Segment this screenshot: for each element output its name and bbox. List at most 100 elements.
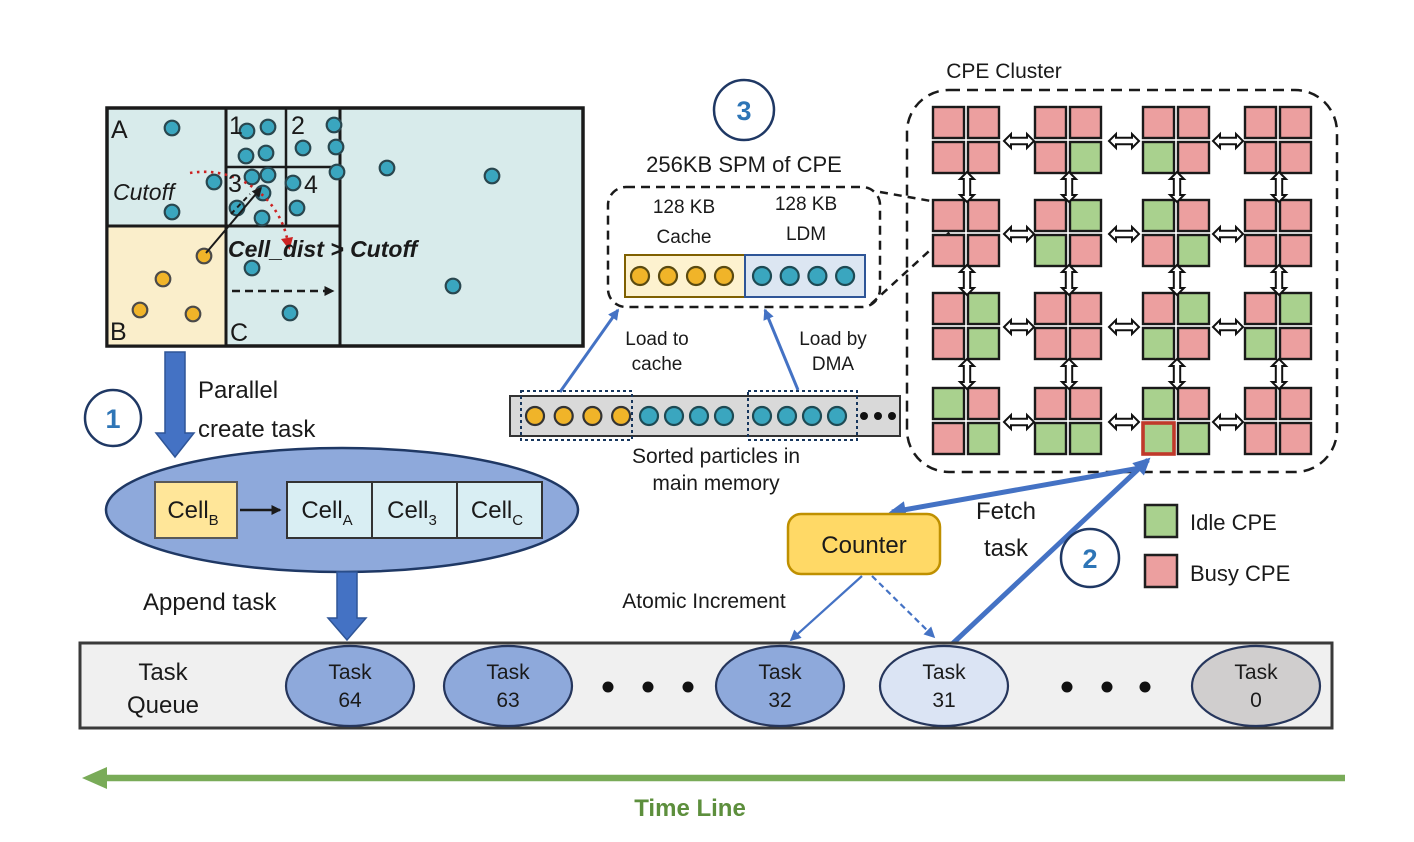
busy-cpe-cell: [931, 105, 966, 140]
busy-cpe-cell: [1243, 421, 1278, 456]
step3-spm: 3 256KB SPM of CPE 128 KB Cache 128 KB L…: [606, 78, 951, 309]
particle-cyan: [288, 199, 306, 217]
task-word: Task: [1234, 661, 1278, 684]
task-number: 63: [496, 689, 519, 712]
busy-cpe-cell: [1243, 233, 1278, 268]
cutoff-radius-arc: [189, 170, 289, 239]
ldm-particle-dot: [807, 265, 828, 287]
cell-3-task-label: Cell3: [387, 497, 437, 529]
exchange-arrow-horizontal: [1211, 131, 1245, 151]
busy-cpe-cell: [931, 421, 966, 456]
particle-cyan: [284, 174, 302, 192]
idle-cpe-cell: [966, 421, 1001, 456]
cell-label-3: 3: [228, 170, 242, 198]
busy-cpe-cell: [1033, 198, 1068, 233]
busy-cpe-cell: [1033, 140, 1068, 175]
step-2-number: 2: [1082, 544, 1097, 574]
cell-label-2: 2: [291, 112, 305, 140]
particle-cyan: [163, 203, 181, 221]
task-queue-label-1: Task: [138, 659, 188, 686]
memory-particle-cyan: [776, 405, 798, 427]
step-3-circle: [712, 78, 776, 142]
particle-cyan: [259, 118, 277, 136]
particle-cyan: [163, 119, 181, 137]
busy-cpe-cell: [1033, 386, 1068, 421]
queue-ellipsis-dot: [1061, 681, 1073, 693]
busy-cpe-cell: [1176, 105, 1211, 140]
cache-window-dotted-box: [520, 390, 633, 441]
counter-to-task32-arrow: [789, 575, 863, 642]
particle-cyan: [205, 173, 223, 191]
particle-cyan: [243, 259, 261, 277]
exchange-arrow-horizontal: [1211, 412, 1245, 432]
exchange-arrow-horizontal: [1002, 131, 1036, 151]
busy-cpe-cell: [931, 198, 966, 233]
cluster-title: CPE Cluster: [946, 60, 1062, 83]
idle-cpe-swatch: [1143, 503, 1179, 539]
spm-dashed-box: [606, 185, 882, 309]
memory-particle-yellow: [582, 405, 603, 427]
exchange-arrow-horizontal: [1107, 131, 1141, 151]
cell-label-4: 4: [304, 171, 318, 199]
task-word: Task: [486, 661, 530, 684]
exchange-arrow-horizontal: [1002, 412, 1036, 432]
dashed-radius-segment: [230, 193, 251, 215]
particle-yellow: [184, 305, 202, 323]
cell-b-task-box: [154, 481, 238, 539]
idle-cpe-cell: [1243, 326, 1278, 361]
queue-ellipsis-dot: [1139, 681, 1151, 693]
step-2-circle: [1059, 527, 1121, 589]
busy-cpe-cell: [1176, 140, 1211, 175]
particle-cyan: [328, 163, 346, 181]
memory-particle-dots: [524, 405, 896, 427]
fetch-task-label-1: Fetch: [976, 498, 1036, 525]
task-ellipse-63: [442, 644, 574, 728]
particle-yellow: [131, 301, 149, 319]
exchange-arrow-horizontal: [1002, 317, 1036, 337]
idle-cpe-label: Idle CPE: [1190, 510, 1277, 535]
step-3-number: 3: [736, 96, 751, 126]
idle-cpe-cell: [1141, 386, 1176, 421]
ldm-size-label: 128 KB: [775, 194, 837, 215]
busy-cpe-cell: [1278, 421, 1313, 456]
particle-yellow: [154, 270, 172, 288]
exchange-arrow-horizontal: [1107, 412, 1141, 432]
atomic-increment-label: Atomic Increment: [622, 590, 786, 613]
busy-cpe-cell: [966, 105, 1001, 140]
task-word: Task: [328, 661, 372, 684]
ldm-particle-dot: [751, 265, 773, 287]
busy-cpe-cell: [966, 233, 1001, 268]
busy-cpe-cell: [1033, 291, 1068, 326]
ldm-particle-dot: [834, 265, 856, 287]
busy-cpe-swatch: [1143, 553, 1179, 589]
cluster-dashed-border: [905, 88, 1339, 474]
load-to-cache-arrow: [558, 308, 620, 393]
spm-particle-dots: [629, 265, 856, 287]
idle-cpe-cell-highlighted: [1141, 421, 1176, 456]
cell-label-a: A: [111, 116, 128, 144]
counter-to-task31-dashed-arrow: [871, 575, 936, 639]
exchange-arrow-horizontal: [1107, 317, 1141, 337]
busy-cpe-cell: [1068, 326, 1103, 361]
exchange-arrow-vertical: [1167, 263, 1187, 297]
cluster-cells: [931, 105, 1313, 456]
load-to-cache-label-2: cache: [632, 354, 683, 375]
cell-a-task-label: CellA: [301, 497, 352, 529]
busy-cpe-cell: [1068, 291, 1103, 326]
queue-ellipsis-dot: [642, 681, 654, 693]
idle-cpe-cell: [966, 291, 1001, 326]
memory-particle-cyan: [688, 405, 710, 427]
task-word: Task: [758, 661, 802, 684]
particle-cyan: [259, 166, 277, 184]
memory-caption-2: main memory: [652, 472, 780, 495]
counter-label: Counter: [821, 532, 906, 559]
exchange-arrow-vertical: [1059, 170, 1079, 204]
busy-cpe-cell: [1141, 105, 1176, 140]
memory-particle-cyan: [801, 405, 823, 427]
spm-title: 256KB SPM of CPE: [646, 152, 842, 177]
cpe-to-counter-arrow: [888, 465, 1141, 518]
busy-cpe-cell: [966, 140, 1001, 175]
memory-particle-cyan: [638, 405, 660, 427]
